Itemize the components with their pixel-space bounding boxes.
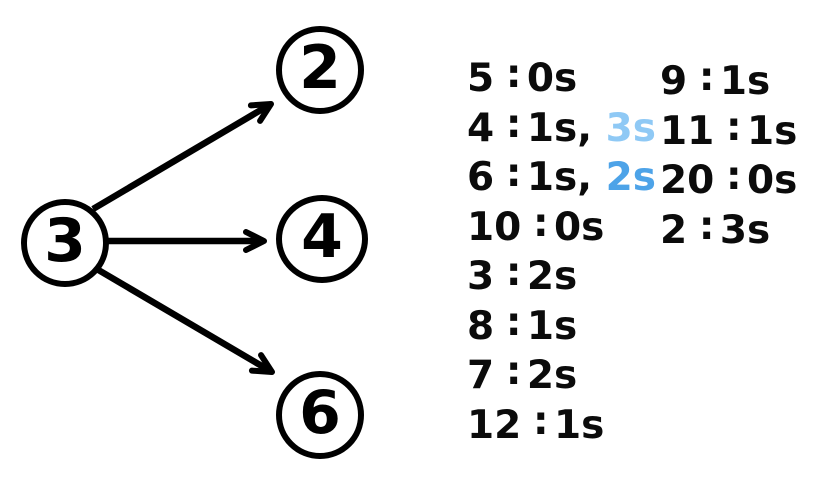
node-label: 2 bbox=[299, 33, 341, 103]
colon-separator: : bbox=[725, 154, 742, 200]
colon-separator: : bbox=[725, 104, 742, 150]
schedule-entry: 20:0s bbox=[660, 154, 798, 206]
edge-3-to-6 bbox=[93, 265, 275, 375]
schedule-entry: 2:3s bbox=[660, 204, 797, 256]
schedule-value: 1s bbox=[526, 303, 578, 349]
comma-separator: , bbox=[577, 155, 606, 200]
colon-separator: : bbox=[505, 101, 522, 147]
schedule-key: 3 bbox=[467, 254, 495, 299]
schedule-entry: 10:0s bbox=[467, 201, 656, 253]
schedule-value: 3s bbox=[605, 105, 657, 151]
schedule-key: 20 bbox=[660, 158, 715, 203]
schedule-value: 0s bbox=[526, 56, 578, 101]
schedule-value: 0s bbox=[747, 158, 798, 203]
schedule-key: 9 bbox=[660, 59, 688, 104]
graph-node-2: 2 bbox=[276, 26, 364, 114]
schedule-entry: 12:1s bbox=[467, 399, 656, 451]
schedule-entry: 8:1s bbox=[467, 300, 656, 352]
schedule-value: 2s bbox=[526, 353, 578, 398]
schedule-key: 12 bbox=[467, 402, 522, 448]
node-label: 6 bbox=[299, 378, 341, 448]
graph-node-3: 3 bbox=[21, 199, 109, 287]
schedule-key: 10 bbox=[467, 204, 522, 250]
schedule-value: 1s bbox=[526, 155, 578, 200]
colon-separator: : bbox=[505, 151, 522, 197]
colon-separator: : bbox=[532, 398, 549, 444]
schedule-key: 6 bbox=[467, 155, 495, 200]
schedule-key: 5 bbox=[467, 56, 495, 101]
schedule-entry: 6:1s, 2s bbox=[467, 151, 657, 203]
schedule-entry: 3:2s bbox=[467, 250, 656, 302]
colon-separator: : bbox=[505, 52, 522, 98]
schedule-entry: 11:1s bbox=[660, 105, 798, 157]
graph-node-4: 4 bbox=[276, 195, 368, 283]
colon-separator: : bbox=[532, 200, 549, 246]
schedule-key: 7 bbox=[467, 353, 495, 398]
schedule-entry: 5:0s bbox=[467, 52, 656, 104]
edge-3-to-2 bbox=[91, 101, 274, 212]
node-label: 4 bbox=[301, 202, 343, 272]
schedule-key: 2 bbox=[660, 207, 688, 253]
colon-separator: : bbox=[505, 349, 522, 395]
schedule-value: 0s bbox=[554, 204, 605, 250]
schedule-value: 2s bbox=[605, 155, 657, 200]
colon-separator: : bbox=[505, 299, 522, 345]
graph-panel: 3 2 4 6 bbox=[21, 26, 368, 459]
schedule-key: 11 bbox=[660, 108, 715, 154]
schedule-value: 1s bbox=[526, 105, 578, 151]
schedule-value: 2s bbox=[526, 254, 578, 299]
schedule-value: 1s bbox=[719, 59, 771, 104]
schedule-key: 4 bbox=[467, 105, 495, 151]
schedule-entry: 7:2s bbox=[467, 349, 656, 401]
schedule-key: 8 bbox=[467, 303, 495, 349]
schedule-value: 1s bbox=[554, 402, 605, 448]
comma-separator: , bbox=[577, 105, 606, 151]
colon-separator: : bbox=[505, 250, 522, 296]
colon-separator: : bbox=[698, 203, 715, 249]
schedule-entry: 4:1s, 3s bbox=[467, 102, 657, 154]
graph-node-6: 6 bbox=[276, 371, 364, 459]
schedule-value: 1s bbox=[747, 108, 798, 154]
schedule-value: 3s bbox=[719, 207, 771, 253]
colon-separator: : bbox=[698, 55, 715, 101]
schedule-entry: 9:1s bbox=[660, 55, 797, 107]
node-label: 3 bbox=[44, 206, 86, 276]
